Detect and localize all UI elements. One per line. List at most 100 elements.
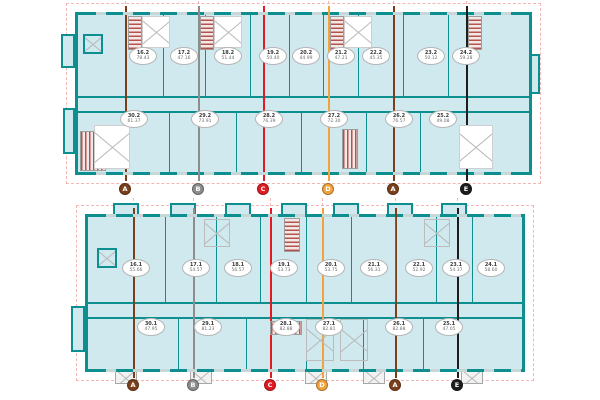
unit-area: 53.75 — [324, 267, 338, 273]
unit-divider-wall — [306, 217, 307, 302]
unit-number: 23.2 — [424, 50, 438, 56]
unit-area: 44.99 — [299, 55, 313, 61]
unit-area: 76.39 — [262, 118, 276, 124]
section-marker: A — [119, 183, 131, 195]
unit-divider-wall — [358, 15, 359, 96]
unit-divider-wall — [351, 217, 352, 302]
window-strip-bottom — [79, 172, 528, 175]
unit-area: 47.05 — [442, 326, 456, 332]
axis-guide-frame — [66, 3, 541, 184]
unit-number: 24.1 — [484, 262, 498, 268]
void-cross-icon — [204, 219, 230, 247]
unit-divider-wall — [395, 217, 396, 302]
unit-area: 82.88 — [279, 326, 293, 332]
section-wall — [393, 6, 395, 181]
unit-number: 19.1 — [277, 262, 291, 268]
unit-number: 18.2 — [221, 50, 235, 56]
building-outline — [85, 214, 525, 372]
corridor-wall-upper — [78, 96, 529, 98]
section-marker: B — [192, 183, 204, 195]
section-marker: C — [264, 379, 276, 391]
window-strip-bottom — [89, 369, 521, 372]
unit-area: 58.60 — [484, 267, 498, 273]
unit-divider-wall — [472, 217, 473, 302]
unit-number: 21.2 — [334, 50, 348, 56]
unit-area: 47.21 — [334, 55, 348, 61]
unit-area: 72.30 — [327, 118, 341, 124]
unit-number: 16.1 — [129, 262, 143, 268]
elevator-icon — [83, 34, 103, 54]
void-cross-icon — [340, 319, 368, 361]
unit-divider-wall — [403, 15, 404, 96]
section-marker: E — [460, 183, 472, 195]
unit-area: 73.91 — [198, 118, 212, 124]
unit-area: 82.88 — [392, 326, 406, 332]
section-marker: D — [322, 183, 334, 195]
section-wall — [322, 208, 324, 378]
unit-number: 26.2 — [392, 113, 406, 119]
void-cross-icon — [459, 125, 493, 169]
entrance-porch-icon — [363, 371, 385, 384]
window-strip-top — [79, 12, 528, 15]
unit-divider-wall — [165, 217, 166, 302]
void-cross-icon — [214, 16, 242, 48]
wall-projection — [63, 108, 75, 154]
unit-divider-wall — [205, 15, 206, 96]
unit-number: 17.2 — [177, 50, 191, 56]
unit-area: 56.57 — [231, 267, 245, 273]
unit-number: 29.2 — [198, 113, 212, 119]
unit-area: 45.35 — [369, 55, 383, 61]
balcony — [333, 203, 359, 215]
wall-projection — [61, 34, 75, 68]
unit-number: 30.2 — [127, 113, 141, 119]
corridor-wall-lower — [88, 317, 522, 319]
unit-divider-wall — [420, 111, 421, 172]
section-wall — [466, 6, 468, 181]
unit-area: 59.28 — [459, 55, 473, 61]
unit-area: 52.92 — [412, 267, 426, 273]
section-wall — [395, 208, 397, 378]
unit-divider-wall — [216, 217, 217, 302]
unit-number: 19.2 — [266, 50, 280, 56]
unit-area: 51.44 — [221, 55, 235, 61]
unit-number: 24.2 — [459, 50, 473, 56]
unit-divider-wall — [178, 317, 179, 369]
staircase-icon — [468, 16, 482, 50]
unit-divider-wall — [301, 111, 302, 172]
unit-area: 54.57 — [189, 267, 203, 273]
balcony — [441, 203, 467, 215]
unit-number: 22.1 — [412, 262, 426, 268]
unit-divider-wall — [246, 317, 247, 369]
unit-number: 21.1 — [367, 262, 381, 268]
section-wall — [270, 208, 272, 378]
section-wall — [193, 208, 195, 378]
unit-divider-wall — [169, 111, 170, 172]
section-wall — [457, 208, 459, 378]
unit-area: 78.43 — [136, 55, 150, 61]
elevator-icon — [97, 248, 117, 268]
unit-number: 27.2 — [327, 113, 341, 119]
unit-number: 20.2 — [299, 50, 313, 56]
unit-number: 28.2 — [262, 113, 276, 119]
staircase-icon — [284, 218, 300, 252]
balcony — [225, 203, 251, 215]
unit-number: 23.1 — [449, 262, 463, 268]
balcony — [113, 203, 139, 215]
